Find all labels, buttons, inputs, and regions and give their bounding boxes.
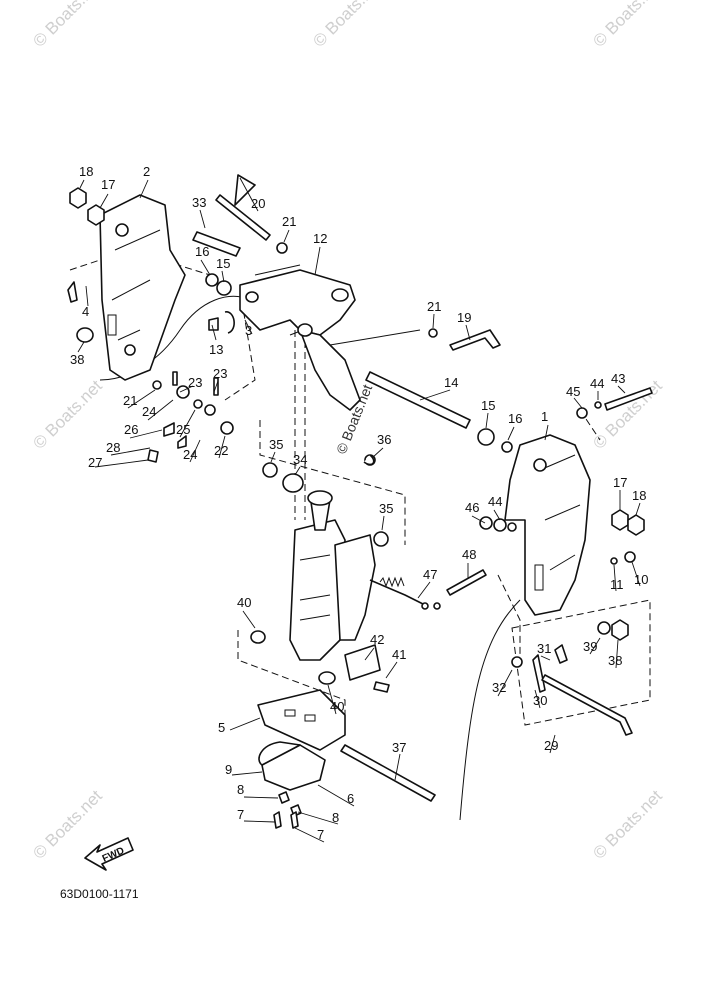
callout-40b: 40 xyxy=(330,699,344,714)
callout-7a: 7 xyxy=(237,807,244,822)
callout-34: 34 xyxy=(293,452,307,467)
callout-20: 20 xyxy=(251,196,265,211)
callout-30: 30 xyxy=(533,693,547,708)
callout-27: 27 xyxy=(88,455,102,470)
callout-24b: 24 xyxy=(183,447,197,462)
callout-8a: 8 xyxy=(237,782,244,797)
callout-5: 5 xyxy=(218,720,225,735)
callout-10: 10 xyxy=(634,572,648,587)
callout-29: 29 xyxy=(544,738,558,753)
callout-4: 4 xyxy=(82,304,89,319)
callout-35b: 35 xyxy=(379,501,393,516)
callout-1: 1 xyxy=(541,409,548,424)
callout-33: 33 xyxy=(192,195,206,210)
callout-31: 31 xyxy=(537,641,551,656)
callout-39: 39 xyxy=(583,639,597,654)
watermark: © Boats.net xyxy=(589,0,666,51)
callout-7b: 7 xyxy=(317,827,324,842)
callout-21c: 21 xyxy=(123,393,137,408)
callout-47: 47 xyxy=(423,567,437,582)
callout-8b: 8 xyxy=(332,810,339,825)
callout-18a: 18 xyxy=(79,164,93,179)
drawing-number: 63D0100-1171 xyxy=(60,887,139,901)
callout-17b: 17 xyxy=(613,475,627,490)
callout-42: 42 xyxy=(370,632,384,647)
callouts: 1 2 3 4 5 6 7 7 8 8 9 10 11 12 13 14 15 … xyxy=(70,164,648,842)
swivel-bracket xyxy=(239,269,361,411)
callout-6: 6 xyxy=(347,791,354,806)
callout-44a: 44 xyxy=(590,376,604,391)
pin xyxy=(192,231,241,257)
callout-19: 19 xyxy=(457,310,471,325)
callout-15b: 15 xyxy=(481,398,495,413)
callout-3: 3 xyxy=(245,323,252,338)
callout-38b: 38 xyxy=(608,653,622,668)
callout-12: 12 xyxy=(313,231,327,246)
callout-32: 32 xyxy=(492,680,506,695)
callout-38a: 38 xyxy=(70,352,84,367)
callout-45: 45 xyxy=(566,384,580,399)
callout-40a: 40 xyxy=(237,595,251,610)
callout-35a: 35 xyxy=(269,437,283,452)
callout-25: 25 xyxy=(176,422,190,437)
watermark: © Boats.net xyxy=(29,0,106,51)
callout-13: 13 xyxy=(209,342,223,357)
callout-16a: 16 xyxy=(195,244,209,259)
callout-24a: 24 xyxy=(142,404,156,419)
callout-15a: 15 xyxy=(216,256,230,271)
callout-44b: 44 xyxy=(488,494,502,509)
callout-18b: 18 xyxy=(632,488,646,503)
shaft xyxy=(365,371,471,429)
callout-21a: 21 xyxy=(282,214,296,229)
callout-23b: 23 xyxy=(213,366,227,381)
trim-unit xyxy=(250,490,381,685)
callout-21b: 21 xyxy=(427,299,441,314)
watermark: © Boats.net xyxy=(29,376,106,453)
callout-17a: 17 xyxy=(101,177,115,192)
callout-43: 43 xyxy=(611,371,625,386)
cable xyxy=(369,576,441,610)
small-bolt-48 xyxy=(446,569,487,596)
callout-leaders xyxy=(77,177,641,843)
lower-blocks xyxy=(257,689,346,791)
callout-26: 26 xyxy=(124,422,138,437)
callout-36: 36 xyxy=(377,432,391,447)
callout-14: 14 xyxy=(444,375,458,390)
bracket-left xyxy=(99,194,186,381)
fasteners xyxy=(67,187,653,829)
callout-37: 37 xyxy=(392,740,406,755)
bolt-long xyxy=(340,744,436,802)
watermark: © Boats.net xyxy=(589,786,666,863)
callout-48: 48 xyxy=(462,547,476,562)
fwd-arrow: FWD xyxy=(84,837,134,871)
callout-9: 9 xyxy=(225,762,232,777)
callout-16b: 16 xyxy=(508,411,522,426)
levers xyxy=(215,174,501,351)
callout-11: 11 xyxy=(610,577,624,592)
callout-41: 41 xyxy=(392,647,406,662)
callout-28: 28 xyxy=(106,440,120,455)
bracket-right xyxy=(504,434,591,616)
callout-46: 46 xyxy=(465,500,479,515)
callout-2: 2 xyxy=(143,164,150,179)
watermark: © Boats.net xyxy=(309,0,386,51)
